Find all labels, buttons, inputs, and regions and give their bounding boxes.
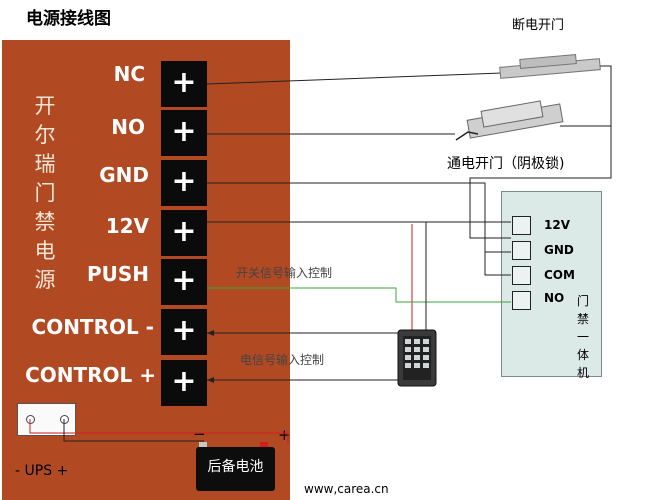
ups-label: - UPS + bbox=[15, 463, 69, 479]
terminal-label-control-minus: CONTROL - bbox=[31, 315, 154, 339]
wire-gnd bbox=[207, 182, 511, 276]
plus-icon: + bbox=[171, 114, 197, 149]
arrow-control-minus bbox=[207, 330, 214, 336]
plus-icon: + bbox=[171, 214, 197, 249]
controller-terminal-12v bbox=[512, 216, 531, 235]
plus-icon: + bbox=[171, 263, 197, 298]
power-off-lock-label: 断电开门 bbox=[512, 18, 565, 33]
wire-ups-red bbox=[29, 419, 289, 445]
footer-url: www,carea.cn bbox=[304, 482, 389, 496]
page-title: 电源接线图 bbox=[26, 9, 111, 29]
access-controller: 12V GND COM NO 门禁一体机 bbox=[501, 191, 602, 380]
power-off-lock-icon bbox=[499, 54, 601, 79]
terminal-control-plus: + bbox=[161, 360, 207, 406]
electric-signal-label: 电信号输入控制 bbox=[240, 353, 325, 367]
terminal-label-no: NO bbox=[111, 115, 145, 139]
switch-signal-label: 开关信号输入控制 bbox=[236, 266, 333, 280]
power-on-lock-label: 通电开门（阴极锁) bbox=[447, 156, 565, 172]
wire-ups-black bbox=[63, 419, 204, 442]
battery-terminal-plus bbox=[260, 442, 268, 449]
plus-icon: + bbox=[171, 65, 197, 100]
terminal-nc: + bbox=[161, 61, 207, 107]
controller-terminal-com bbox=[512, 266, 531, 285]
terminal-push: + bbox=[161, 259, 207, 305]
controller-label-gnd: GND bbox=[544, 243, 574, 257]
controller-label-12v: 12V bbox=[544, 218, 570, 232]
controller-label-com: COM bbox=[544, 268, 575, 282]
backup-battery: 后备电池 bbox=[196, 447, 275, 491]
plus-icon: + bbox=[171, 164, 197, 199]
controller-vertical-text: 门禁一体机 bbox=[576, 294, 589, 380]
brand-vertical-text: 开尔瑞门禁电源 bbox=[34, 94, 56, 292]
terminal-label-nc: NC bbox=[113, 62, 145, 86]
battery-plus-sign: + bbox=[278, 426, 291, 444]
controller-label-no: NO bbox=[544, 291, 565, 305]
plus-icon: + bbox=[171, 313, 197, 348]
terminal-gnd: + bbox=[161, 160, 207, 206]
terminal-control-minus: + bbox=[161, 309, 207, 355]
controller-terminal-gnd bbox=[512, 241, 531, 260]
arrow-control-plus bbox=[207, 377, 214, 383]
controller-terminal-no bbox=[512, 291, 531, 310]
wire-nc bbox=[206, 72, 503, 85]
keypad-icon bbox=[397, 329, 437, 387]
plus-icon: + bbox=[171, 364, 197, 399]
terminal-label-gnd: GND bbox=[99, 163, 149, 187]
battery-terminal-minus bbox=[199, 442, 207, 449]
terminal-no: + bbox=[161, 110, 207, 156]
terminal-label-control-plus: CONTROL + bbox=[25, 363, 156, 387]
battery-minus-sign: − bbox=[193, 425, 206, 443]
terminal-12v: + bbox=[161, 210, 207, 256]
wire-push-green bbox=[207, 287, 511, 303]
terminal-label-12v: 12V bbox=[105, 214, 149, 238]
power-on-lock-icon bbox=[455, 100, 564, 141]
wire-lock-common bbox=[560, 65, 612, 127]
terminal-label-push: PUSH bbox=[86, 262, 149, 286]
wire-lock-to-controller bbox=[469, 126, 612, 239]
battery-label: 后备电池 bbox=[207, 459, 264, 475]
